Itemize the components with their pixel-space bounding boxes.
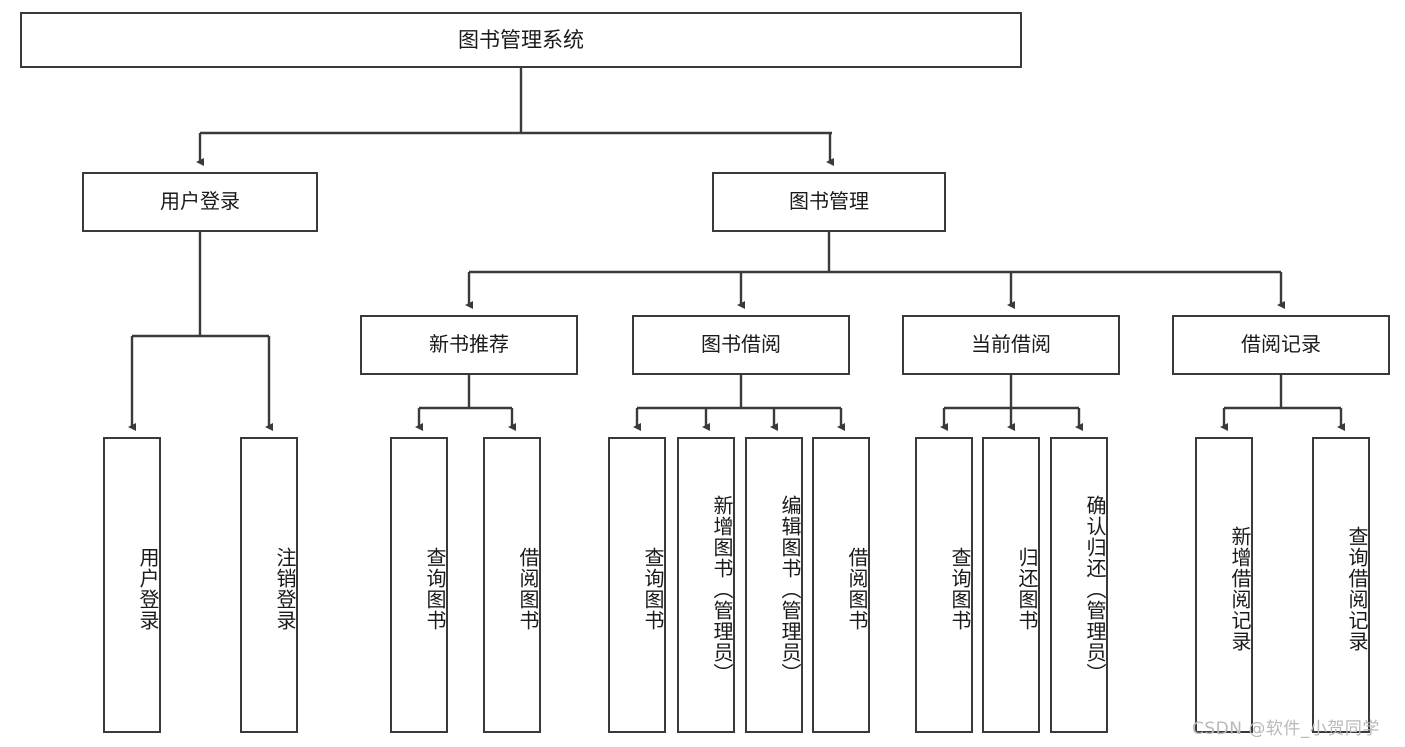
node-label: 用户登录 (160, 189, 240, 214)
node-label: 注销登录 (273, 547, 297, 631)
node-label: 查询图书 (423, 547, 447, 631)
leaf-query-book-current[interactable]: 查询图书 (915, 437, 973, 733)
node-label: 新书推荐 (429, 332, 509, 357)
leaf-borrow-book[interactable]: 借阅图书 (812, 437, 870, 733)
node-label: 归还图书 (1015, 547, 1039, 631)
node-label: 新增借阅记录 (1228, 526, 1252, 652)
leaf-query-book-borrow[interactable]: 查询图书 (608, 437, 666, 733)
node-label: 图书借阅 (701, 332, 781, 357)
node-new-book-recommend[interactable]: 新书推荐 (360, 315, 578, 375)
leaf-edit-book-admin[interactable]: 编辑图书（管理员） (745, 437, 803, 733)
node-label: 查询图书 (641, 547, 665, 631)
leaf-query-book-recommend[interactable]: 查询图书 (390, 437, 448, 733)
node-borrow-records[interactable]: 借阅记录 (1172, 315, 1390, 375)
node-label: 图书管理 (789, 189, 869, 214)
node-label: 编辑图书（管理员） (778, 494, 802, 684)
node-root-system[interactable]: 图书管理系统 (20, 12, 1022, 68)
node-label: 借阅图书 (516, 547, 540, 631)
node-label: 用户登录 (136, 547, 160, 631)
node-label: 当前借阅 (971, 332, 1051, 357)
node-label: 查询借阅记录 (1345, 526, 1369, 652)
node-book-borrow[interactable]: 图书借阅 (632, 315, 850, 375)
node-label: 查询图书 (948, 547, 972, 631)
node-label: 图书管理系统 (458, 27, 584, 52)
csdn-watermark: CSDN @软件_小贺同学 (1192, 719, 1380, 739)
node-label: 新增图书（管理员） (710, 494, 734, 684)
leaf-confirm-return-admin[interactable]: 确认归还（管理员） (1050, 437, 1108, 733)
node-user-login[interactable]: 用户登录 (82, 172, 318, 232)
leaf-query-borrow-record[interactable]: 查询借阅记录 (1312, 437, 1370, 733)
node-label: 借阅记录 (1241, 332, 1321, 357)
node-label: 借阅图书 (845, 547, 869, 631)
node-book-management[interactable]: 图书管理 (712, 172, 946, 232)
node-current-borrow[interactable]: 当前借阅 (902, 315, 1120, 375)
node-label: 确认归还（管理员） (1083, 494, 1107, 684)
leaf-return-book[interactable]: 归还图书 (982, 437, 1040, 733)
leaf-add-book-admin[interactable]: 新增图书（管理员） (677, 437, 735, 733)
leaf-logout[interactable]: 注销登录 (240, 437, 298, 733)
leaf-borrow-book-recommend[interactable]: 借阅图书 (483, 437, 541, 733)
leaf-add-borrow-record[interactable]: 新增借阅记录 (1195, 437, 1253, 733)
leaf-user-login[interactable]: 用户登录 (103, 437, 161, 733)
